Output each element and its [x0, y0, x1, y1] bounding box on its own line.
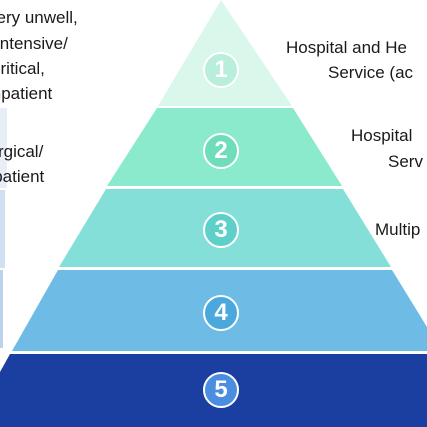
tier-1-right-line-2: Service (ac: [328, 63, 414, 82]
tier-2-right-line-2: Serv: [388, 152, 423, 171]
tier-3-number-badge: 3: [203, 212, 239, 248]
left-panel-stripe-3: [0, 270, 3, 348]
left-panel-stripe-2: [0, 190, 5, 268]
tier-2-left-line-1: surgical/: [0, 142, 44, 161]
tier-1-left-line-3: critical,: [0, 59, 45, 78]
tier-1-left-line-4: inpatient: [0, 84, 53, 103]
tier-5-number-badge: 5: [203, 372, 239, 408]
tier-1-right-line-1: Hospital and He: [286, 38, 407, 57]
tier-3-right-line-1: Multip: [375, 220, 421, 239]
tier-1-left-line-2: intensive/: [0, 34, 68, 53]
tier-2-number-badge: 2: [203, 133, 239, 169]
tier-4-number-badge: 4: [203, 295, 239, 331]
left-panel-stripe-1: [0, 108, 7, 188]
tier-1-number-badge: 1: [203, 52, 239, 88]
tier-2-right-line-1: Hospital: [351, 126, 413, 145]
tier-2-left-line-2: inpatient: [0, 167, 45, 186]
tier-1-left-line-1: very unwell,: [0, 8, 78, 27]
